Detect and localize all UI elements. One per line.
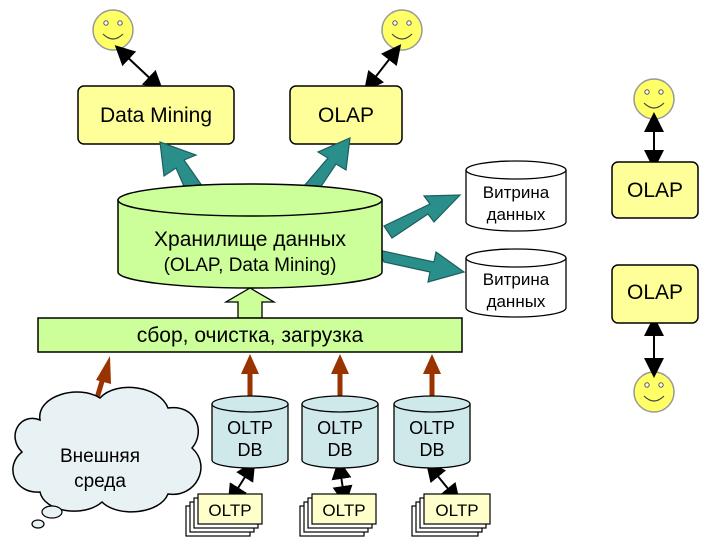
oltp-stack-3: OLTP [411,493,491,537]
mart-2-line2: данных [487,292,546,311]
connector-arrow [114,45,164,91]
etl-bar: сбор, очистка, загрузка [37,317,463,353]
brown-arrow-oltp-2 [331,354,349,400]
cloud-line1: Внешняя [60,446,140,467]
oltp-db-3-line1: OLTP [409,418,455,438]
oltp-db-2-line1: OLTP [317,418,363,438]
etl-label: сбор, очистка, загрузка [137,324,364,347]
user-face-icon [381,9,423,51]
oltp-stack-2-label: OLTP [322,501,365,520]
oltp-db-2-line2: DB [327,440,352,460]
oltp-stack-2: OLTP [299,493,377,537]
olap-right-box-1: OLAP [611,161,699,219]
mart-1-line2: данных [487,205,546,224]
user-face-icon [92,9,134,51]
data-mart-2: Витрина данных [465,248,567,318]
oltp-db-cylinder-1: OLTP DB [211,395,289,469]
brown-arrow-oltp-3 [423,354,441,400]
connector-arrow [425,461,461,504]
oltp-db-3-line2: DB [419,440,444,460]
oltp-stack-1: OLTP [185,493,263,537]
oltp-stack-3-label: OLTP [435,501,478,520]
load-up-arrow [223,287,277,319]
oltp-db-1-line2: DB [237,440,262,460]
connector-arrow [331,459,353,506]
olap-right-label-1: OLAP [627,179,683,202]
data-mining-label: Data Mining [100,104,212,127]
teal-arrow-to-mart-2 [376,249,466,283]
oltp-stack-1-label: OLTP [208,501,251,520]
olap-right-label-2: OLAP [627,281,683,304]
external-environment-cloud: Внешняя среда [12,386,202,529]
connector-arrow [227,460,256,505]
mart-2-line1: Витрина [483,270,550,289]
brown-arrow-oltp-1 [241,354,259,400]
olap-top-box: OLAP [289,85,403,145]
connector-arrow [363,44,402,92]
data-warehouse-cylinder: Хранилище данных (OLAP, Data Mining) [117,183,383,289]
warehouse-subtitle: (OLAP, Data Mining) [164,255,337,276]
olap-right-box-2: OLAP [611,264,699,324]
oltp-db-cylinder-3: OLTP DB [393,395,471,469]
cloud-line2: среда [74,471,126,492]
warehouse-title: Хранилище данных [154,228,346,251]
data-mart-1: Витрина данных [465,160,567,232]
olap-top-label: OLAP [318,104,374,127]
mart-1-line1: Витрина [483,183,550,202]
user-face-icon [633,371,675,413]
oltp-db-cylinder-2: OLTP DB [301,395,379,469]
oltp-db-1-line1: OLTP [227,418,273,438]
data-mining-box: Data Mining [77,85,235,145]
teal-arrow-to-mart-1 [383,194,462,239]
user-face-icon [633,78,675,120]
